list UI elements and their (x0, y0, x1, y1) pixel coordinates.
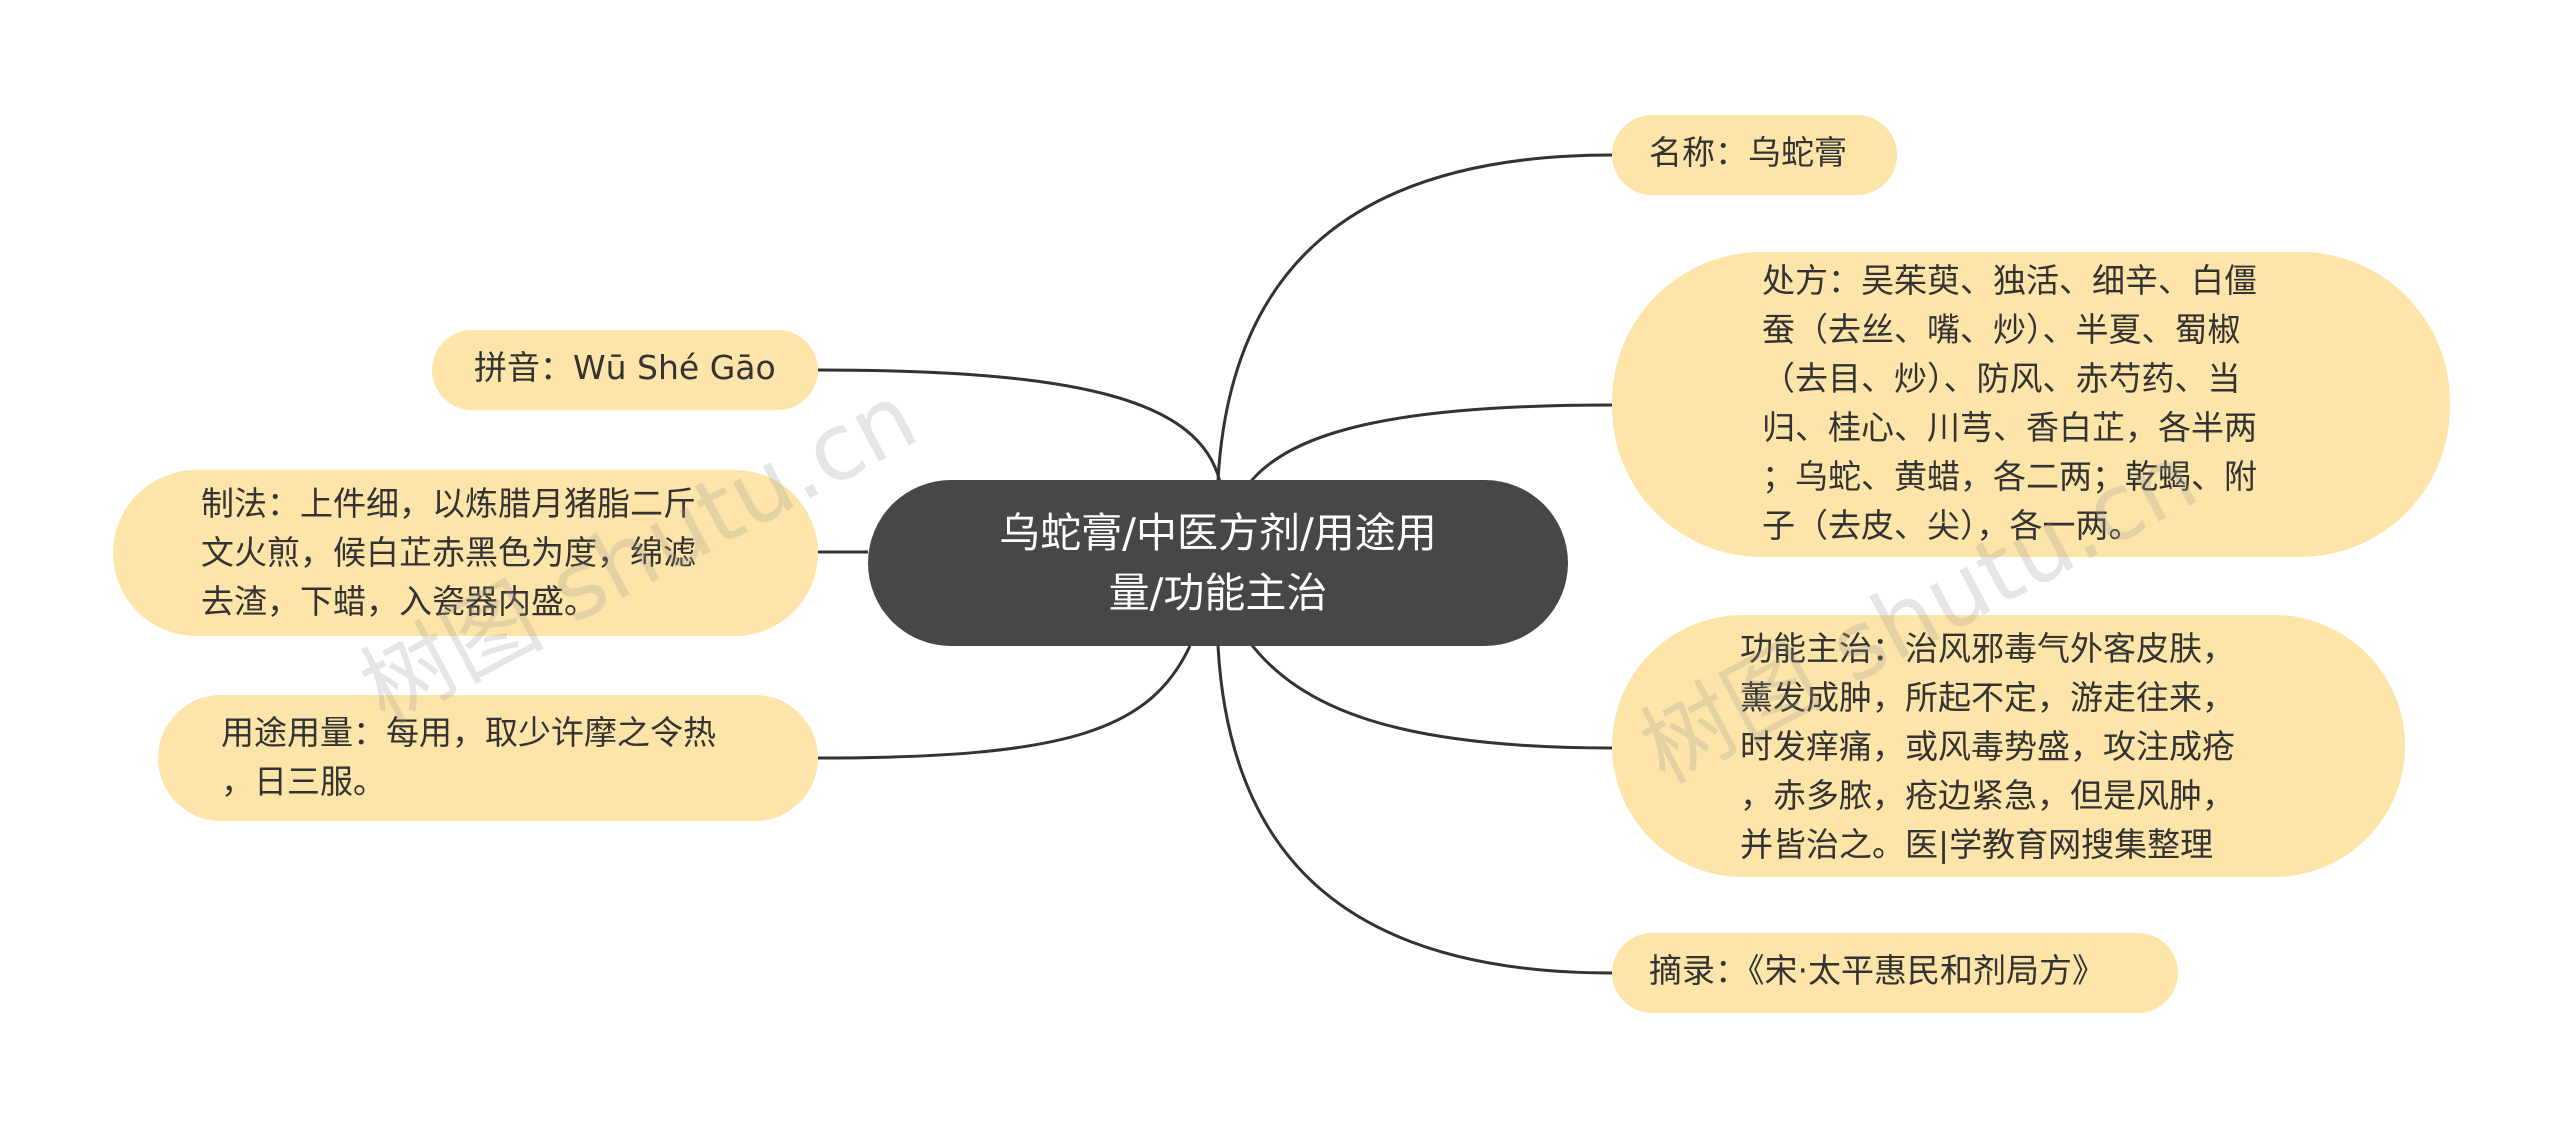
node-name[interactable]: 名称：乌蛇膏 (1612, 115, 1897, 195)
node-preparation[interactable]: 制法：上件细，以炼腊月猪脂二斤 文火煎，候白芷赤黑色为度，绵滤 去渣，下蜡，入瓷… (113, 470, 818, 636)
node-usage[interactable]: 用途用量：每用，取少许摩之令热 ，日三服。 (158, 695, 818, 821)
node-function[interactable]: 功能主治：治风邪毒气外客皮肤， 薰发成肿，所起不定，游走往来， 时发痒痛，或风毒… (1612, 615, 2405, 877)
link-prescription (1246, 403, 1613, 486)
link-usage (817, 645, 1192, 760)
central-topic[interactable]: 乌蛇膏/中医方剂/用途用 量/功能主治 (868, 480, 1568, 646)
link-source (1216, 645, 1613, 975)
link-function (1246, 639, 1613, 750)
link-name (1216, 153, 1613, 481)
node-pinyin[interactable]: 拼音：Wū Shé Gāo (432, 330, 818, 410)
node-source[interactable]: 摘录：《宋·太平惠民和剂局方》 (1612, 933, 2178, 1013)
node-prescription[interactable]: 处方：吴茱萸、独活、细辛、白僵 蚕（去丝、嘴、炒）、半夏、蜀椒 （去目、炒）、防… (1612, 252, 2450, 557)
link-pinyin (817, 368, 1222, 483)
